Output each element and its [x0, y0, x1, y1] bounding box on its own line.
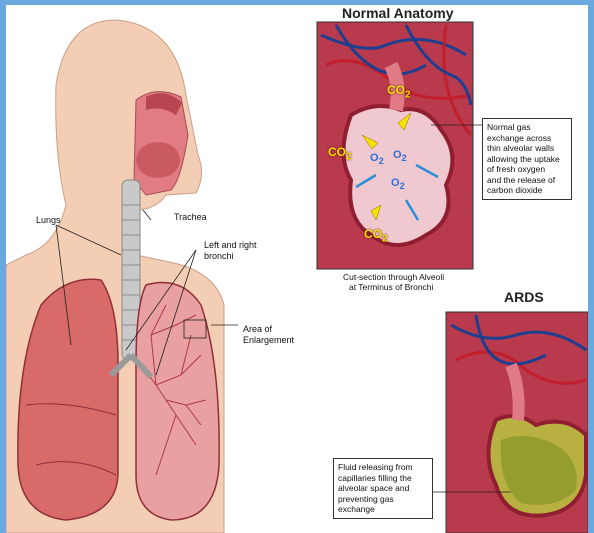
tongue — [136, 142, 180, 178]
area-label-line2: Enlargement — [243, 335, 294, 346]
ards-fluid-callout: Fluid releasing from capillaries filling… — [333, 458, 433, 519]
bronchi-label-line1: Left and right — [204, 240, 257, 251]
alveoli-caption-line2: at Terminus of Bronchi — [349, 282, 433, 293]
ards-illustration: Normal Anatomy ARDS Lungs Trachea Left a… — [6, 5, 588, 533]
normal-anatomy-title: Normal Anatomy — [342, 5, 454, 21]
lungs-label: Lungs — [36, 215, 61, 226]
ards-title: ARDS — [504, 289, 544, 305]
o2-label-1: O2 — [370, 152, 384, 166]
co2-label-left: CO2 — [328, 145, 352, 162]
area-label-line1: Area of — [243, 324, 272, 335]
anatomy-drawing — [6, 5, 588, 533]
o2-label-2: O2 — [393, 149, 407, 163]
o2-label-3: O2 — [391, 177, 405, 191]
co2-label-bottom: CO2 — [364, 227, 388, 244]
co2-label-top: CO2 — [387, 83, 411, 100]
normal-gas-exchange-callout: Normal gas exchange across thin alveolar… — [482, 118, 572, 200]
trachea-label: Trachea — [174, 212, 207, 223]
bronchi-label-line2: bronchi — [204, 251, 234, 262]
